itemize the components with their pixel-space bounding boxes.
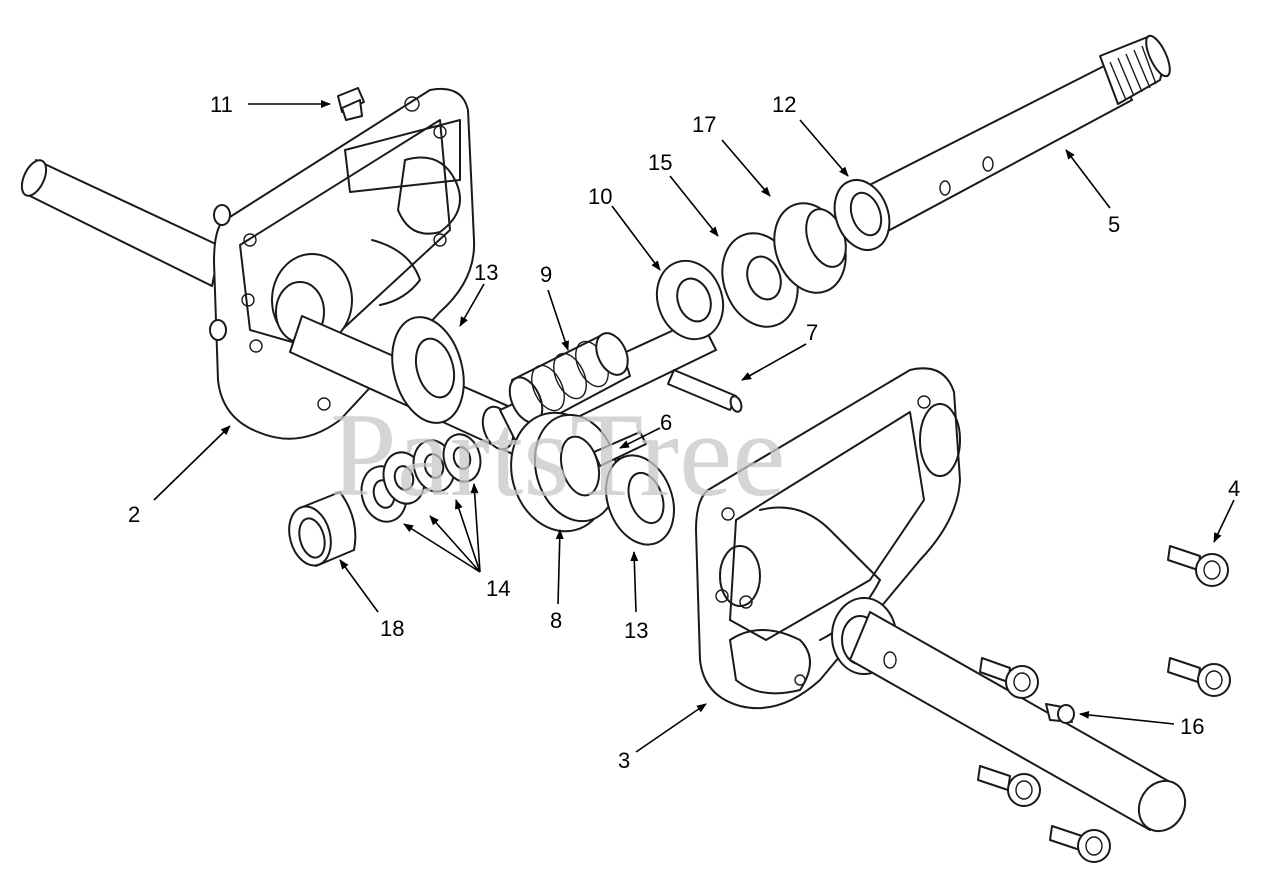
callout-9: 9 (540, 262, 552, 287)
bolt-11 (337, 87, 365, 121)
drive-shaft-5 (839, 34, 1171, 247)
bolt-4-a (1167, 545, 1229, 587)
gear-8 (510, 411, 619, 533)
key-6 (593, 431, 647, 467)
callout-17: 17 (692, 112, 716, 137)
callout-labels: 11 12 17 15 10 13 9 7 5 6 2 4 14 18 8 13… (128, 92, 1240, 773)
callout-4: 4 (1228, 476, 1240, 501)
callout-11: 11 (210, 92, 233, 117)
bolt-4-c (979, 657, 1039, 699)
callout-13-lower: 13 (624, 618, 648, 643)
leader-lines (153, 100, 1235, 753)
callout-18: 18 (380, 616, 404, 641)
callout-12: 12 (772, 92, 796, 117)
watermark: PartsTree (330, 388, 786, 521)
callout-14: 14 (486, 576, 510, 601)
callout-15: 15 (648, 150, 672, 175)
callout-13-upper: 13 (474, 260, 498, 285)
callout-6: 6 (660, 410, 672, 435)
washer-10 (655, 259, 725, 341)
worm-gear (508, 332, 631, 425)
bolt-4-e (1049, 825, 1111, 863)
bushing-18 (288, 491, 357, 567)
bolt-4-b (1167, 657, 1231, 697)
callout-8: 8 (550, 608, 562, 633)
bearing-12 (833, 179, 891, 251)
callout-10: 10 (588, 184, 612, 209)
callout-7: 7 (806, 320, 818, 345)
pin-7 (667, 369, 743, 413)
callout-5: 5 (1108, 212, 1120, 237)
left-axle-shaft (20, 159, 221, 287)
right-axle-shaft (849, 611, 1187, 833)
washers-14 (360, 433, 482, 523)
fitting-16 (1045, 703, 1075, 724)
washer-13-upper (391, 316, 465, 424)
callout-16: 16 (1180, 714, 1204, 739)
washer-13-lower (605, 454, 675, 546)
callout-2: 2 (128, 502, 140, 527)
callout-3: 3 (618, 748, 630, 773)
bolt-4-d (977, 765, 1041, 807)
